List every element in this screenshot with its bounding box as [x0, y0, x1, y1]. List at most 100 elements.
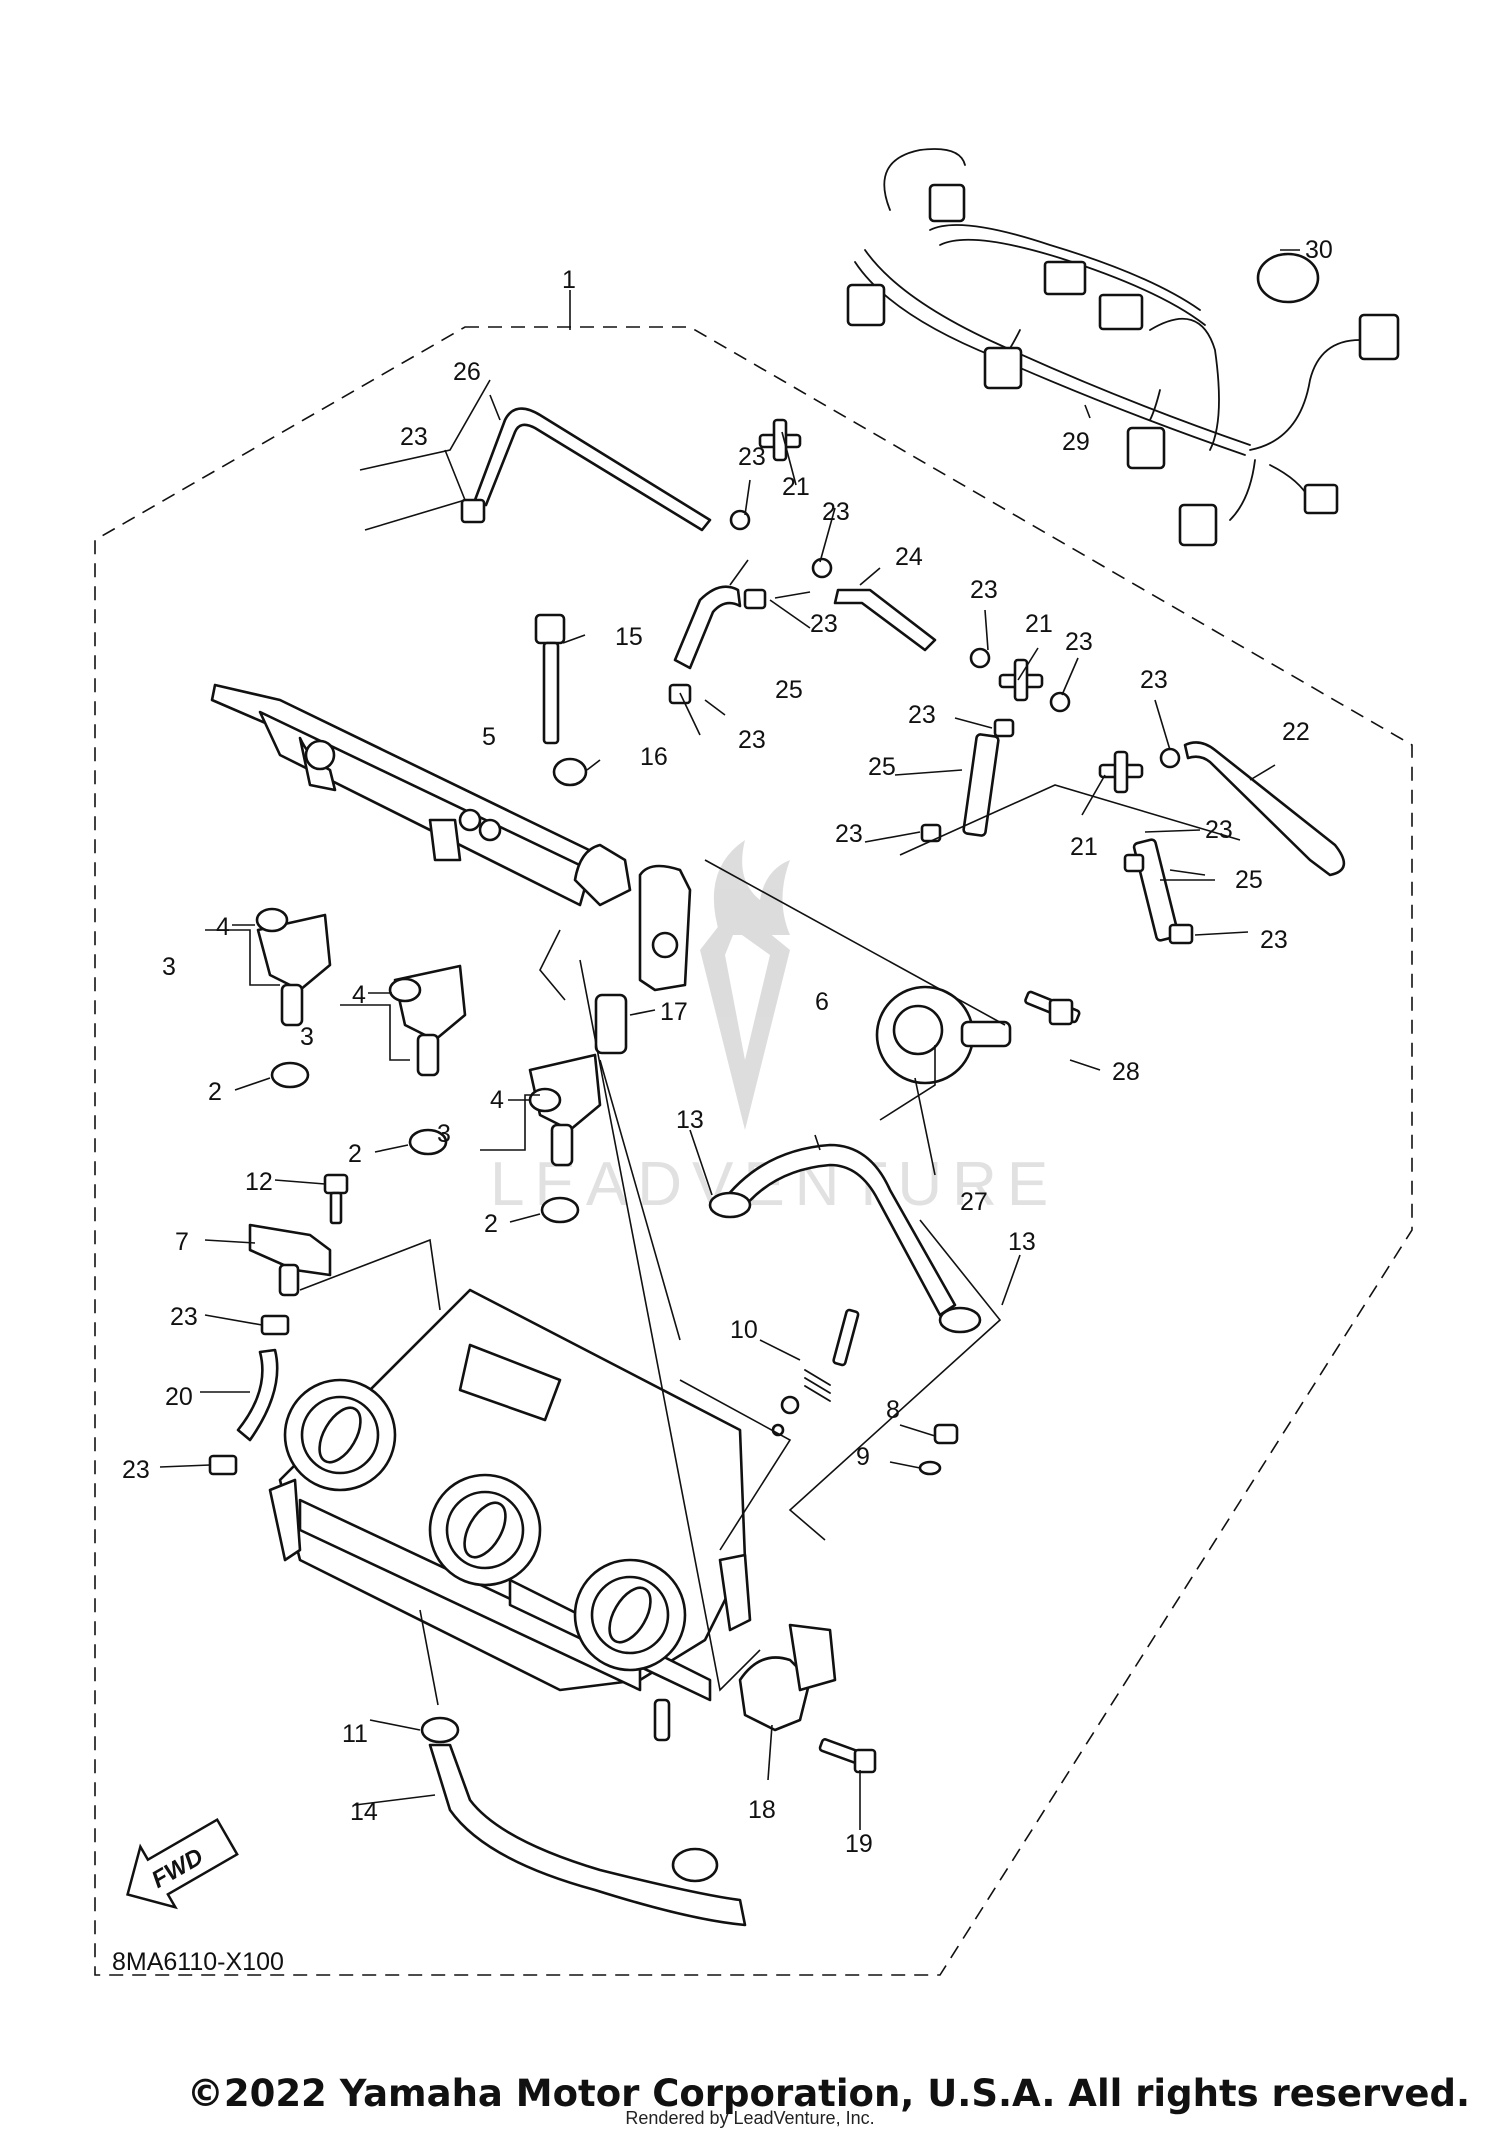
clamp	[708, 1191, 752, 1219]
callout-2: 2	[208, 1078, 222, 1106]
callout-23: 23	[1260, 926, 1288, 954]
callout-23: 23	[835, 820, 863, 848]
callout-21: 21	[1070, 833, 1098, 861]
callout-4: 4	[216, 913, 230, 941]
hose-network	[668, 418, 1346, 945]
callout-1: 1	[562, 266, 576, 294]
callout-13: 13	[1008, 1228, 1036, 1256]
callout-23: 23	[170, 1303, 198, 1331]
seal	[540, 1196, 580, 1224]
rendered-by-notice: Rendered by LeadVenture, Inc.	[625, 2108, 875, 2128]
fuel-rail	[210, 683, 692, 992]
callout-23: 23	[1065, 628, 1093, 656]
band-clamp	[1256, 252, 1320, 304]
sensor	[248, 1173, 349, 1297]
callout-23: 23	[810, 610, 838, 638]
callout-23: 23	[738, 726, 766, 754]
callout-11: 11	[342, 1720, 368, 1748]
callout-24: 24	[895, 543, 923, 571]
seal	[408, 1128, 448, 1156]
hose-cap	[208, 1454, 238, 1476]
clamp	[420, 1716, 460, 1744]
callout-30: 30	[1305, 236, 1333, 264]
callout-23: 23	[400, 423, 428, 451]
hose-20	[236, 1348, 279, 1442]
callout-28: 28	[1112, 1058, 1140, 1086]
callout-4: 4	[490, 1086, 504, 1114]
callout-4: 4	[352, 981, 366, 1009]
injector-1	[256, 913, 332, 1027]
collar	[594, 993, 628, 1055]
footer: ©2022 Yamaha Motor Corporation, U.S.A. A…	[0, 2072, 1500, 2115]
callout-18: 18	[748, 1796, 776, 1824]
callout-14: 14	[350, 1798, 378, 1826]
pressure-regulator	[875, 985, 1012, 1085]
callout-21: 21	[1025, 610, 1053, 638]
bolt-15	[534, 613, 566, 745]
callout-23: 23	[1205, 816, 1233, 844]
callout-2: 2	[484, 1210, 498, 1238]
callout-23: 23	[970, 576, 998, 604]
o-ring	[528, 1087, 562, 1113]
harness-connector	[1126, 426, 1166, 470]
callouts: 1 2 2 2 3 3 3 4 4 4 5 6 7 8 9 10 11 12 1…	[122, 236, 1333, 1858]
harness-connector	[1043, 260, 1087, 296]
wire-harness	[846, 148, 1400, 547]
callout-26: 26	[453, 358, 481, 386]
callout-9: 9	[856, 1443, 870, 1471]
callout-23: 23	[122, 1456, 150, 1484]
callout-6: 6	[815, 988, 829, 1016]
callout-23: 23	[1140, 666, 1168, 694]
callout-23: 23	[822, 498, 850, 526]
throttle-body	[268, 1288, 752, 1742]
assembly-boundary	[94, 326, 1413, 1976]
callout-27: 27	[960, 1188, 988, 1216]
cap	[933, 1423, 959, 1445]
diagram-code: 8MA6110-X100	[112, 1948, 284, 1976]
callout-3: 3	[437, 1120, 451, 1148]
harness-connector	[928, 183, 966, 223]
callout-5: 5	[482, 723, 496, 751]
copyright-notice: ©2022 Yamaha Motor Corporation, U.S.A. A…	[186, 2072, 1470, 2115]
clamp	[938, 1306, 982, 1334]
hose-6	[718, 1143, 957, 1317]
harness-connector	[1098, 293, 1144, 331]
harness-connector	[983, 346, 1023, 390]
seal	[270, 1061, 310, 1089]
callout-2: 2	[348, 1140, 362, 1168]
callout-22: 22	[1282, 718, 1310, 746]
callout-25: 25	[1235, 866, 1263, 894]
callout-19: 19	[845, 1830, 873, 1858]
callout-25: 25	[775, 676, 803, 704]
bolt	[1024, 990, 1081, 1026]
fwd-arrow-icon: FWD	[126, 1817, 239, 1910]
throttle-position-sensor	[738, 1623, 877, 1774]
callout-17: 17	[660, 998, 688, 1026]
callout-20: 20	[165, 1383, 193, 1411]
callout-8: 8	[886, 1396, 900, 1424]
callout-13: 13	[676, 1106, 704, 1134]
hose-cap	[260, 1314, 290, 1336]
harness-connector	[1178, 503, 1218, 547]
harness-connector	[1358, 313, 1400, 361]
callout-10: 10	[730, 1316, 758, 1344]
washer	[552, 757, 588, 787]
clip	[918, 1460, 942, 1476]
callout-3: 3	[162, 953, 176, 981]
adjust-screw-kit	[771, 1308, 860, 1437]
callout-15: 15	[615, 623, 643, 651]
callout-23: 23	[908, 701, 936, 729]
o-ring	[255, 907, 289, 933]
hose-cap	[460, 498, 486, 524]
callout-16: 16	[640, 743, 668, 771]
callout-25: 25	[868, 753, 896, 781]
leader-lines	[159, 249, 1300, 1830]
callout-29: 29	[1062, 428, 1090, 456]
hose-end	[671, 1847, 719, 1883]
callout-21: 21	[782, 473, 810, 501]
harness-connector	[1303, 483, 1339, 515]
harness-connector	[846, 283, 886, 327]
vacuum-hose	[473, 407, 712, 532]
o-ring	[388, 977, 422, 1003]
